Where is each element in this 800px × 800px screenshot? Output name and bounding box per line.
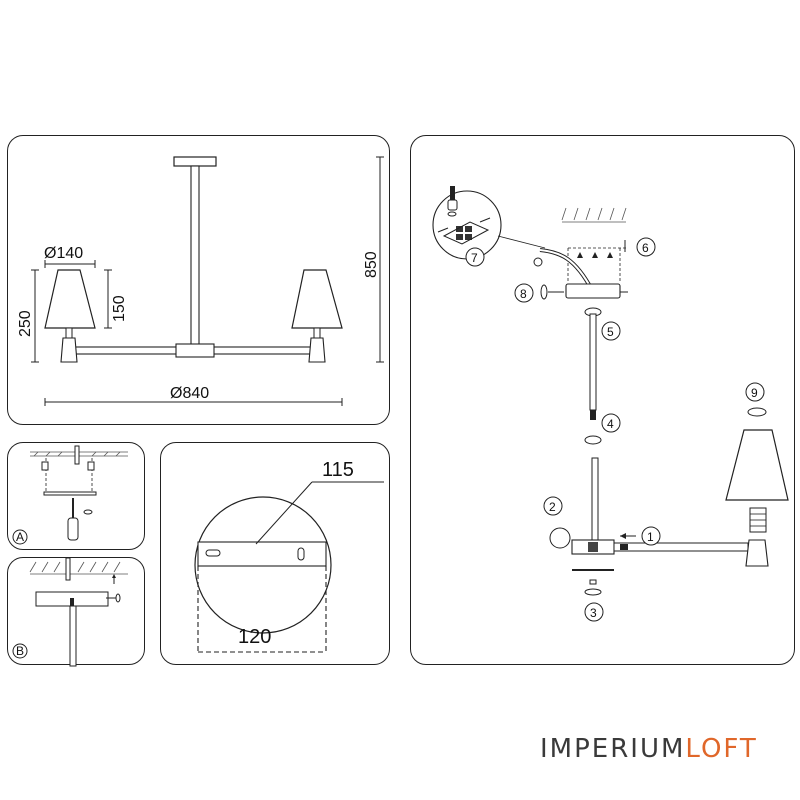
- brand-accent: LOFT: [685, 734, 758, 764]
- panel-a-tag: A: [16, 530, 24, 544]
- dim-plate-width: 115: [322, 459, 354, 481]
- step-9-label: 9: [751, 386, 758, 400]
- dim-span: Ø840: [170, 385, 209, 402]
- assembly-holder: [745, 539, 769, 567]
- step-3-label: 3: [590, 606, 597, 620]
- step-2-label: 2: [549, 500, 556, 514]
- panel-b-tag: B: [16, 644, 24, 658]
- left-shade: [44, 269, 96, 329]
- rod-upper: [589, 313, 597, 411]
- right-shade: [291, 269, 343, 329]
- dim-shade-diameter: Ø140: [44, 245, 83, 262]
- step-6-label: 6: [642, 241, 649, 255]
- brand-logo: IMPERIUMLOFT: [540, 734, 758, 764]
- left-holder: [60, 337, 78, 363]
- arm-hub: [175, 343, 215, 358]
- rod-lower: [591, 457, 599, 541]
- step-7-label: 7: [471, 251, 478, 265]
- dim-arm-height: 250: [17, 310, 34, 337]
- plate-slot-left: [205, 549, 221, 557]
- screwdriver-icon: [72, 498, 74, 518]
- terminal-detail-circle: [432, 190, 502, 260]
- dim-plate-span: 120: [238, 626, 271, 648]
- dim-total-height: 850: [363, 251, 380, 278]
- plate-slot-right: [297, 547, 305, 561]
- right-holder: [308, 337, 326, 363]
- assembly-arm: [613, 542, 749, 552]
- step-8-label: 8: [520, 287, 527, 301]
- step-4-label: 4: [607, 417, 614, 431]
- assembly-canopy: [565, 283, 621, 299]
- assembly-shade: [725, 429, 789, 501]
- step-1-label: 1: [647, 530, 654, 544]
- brand-main: IMPERIUM: [540, 734, 686, 764]
- dim-shade-height: 150: [111, 295, 128, 322]
- step-5-label: 5: [607, 325, 614, 339]
